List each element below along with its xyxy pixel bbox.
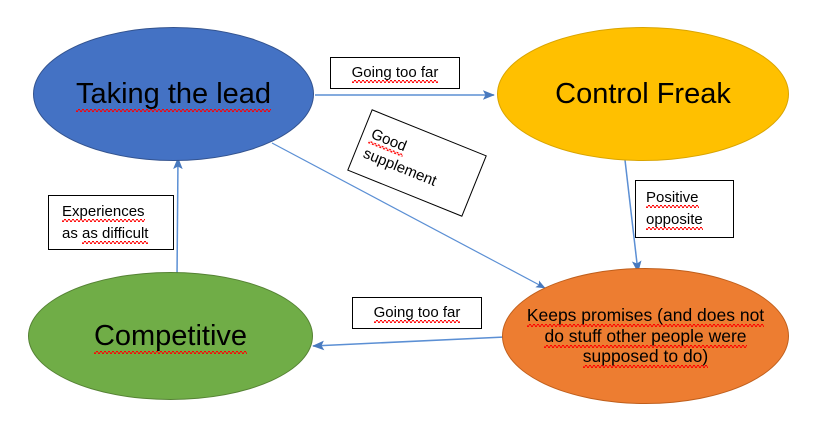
connector-competitive-to-taking-the-lead	[173, 157, 183, 279]
edge-label-positive-opposite[interactable]: Positive opposite	[635, 180, 734, 238]
node-competitive-label: Competitive	[93, 319, 248, 352]
node-control-freak-label: Control Freak	[555, 77, 731, 110]
edge-label-text: Going too far	[373, 304, 461, 322]
edge-label-text: Going too far	[351, 64, 439, 82]
edge-label-experiences-as-difficult[interactable]: Experiences as as difficult	[48, 195, 174, 250]
edge-label-text-line-1: Experiences	[62, 202, 145, 220]
connector-keeps-promises-to-competitive	[312, 336, 506, 351]
node-control-freak[interactable]: Control Freak	[497, 27, 789, 161]
edge-label-going-too-far-bottom[interactable]: Going too far	[352, 297, 482, 329]
node-taking-the-lead-label: Taking the lead	[75, 77, 272, 110]
edge-label-text-line-2: as as difficult	[62, 224, 149, 242]
edge-label-good-supplement[interactable]: Good supplement	[347, 109, 487, 217]
edge-label-text-line-2: opposite	[646, 211, 703, 228]
node-keeps-promises-label: Keeps promises (and does not do stuff ot…	[526, 305, 765, 367]
node-competitive[interactable]: Competitive	[28, 272, 313, 400]
edge-label-text-line-1: Positive	[646, 189, 699, 207]
node-taking-the-lead[interactable]: Taking the lead	[33, 27, 314, 161]
node-keeps-promises[interactable]: Keeps promises (and does not do stuff ot…	[502, 268, 789, 404]
edge-label-going-too-far-top[interactable]: Going too far	[330, 57, 460, 89]
